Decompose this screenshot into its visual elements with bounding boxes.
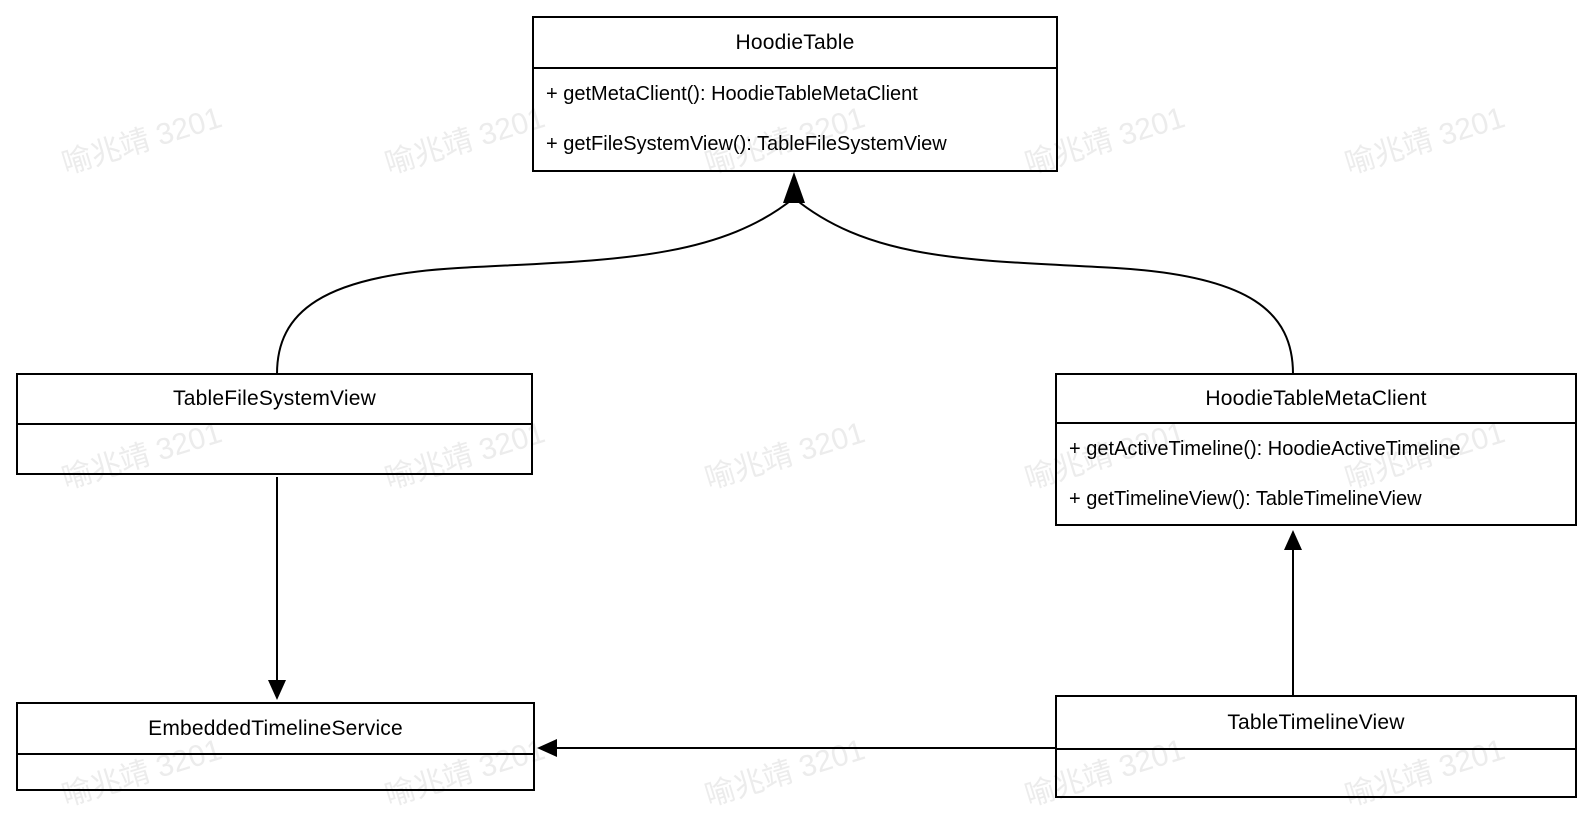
class-hoodietablemetaclient: HoodieTableMetaClient + getActiveTimelin… (1055, 373, 1577, 526)
class-tablefilesystemview: TableFileSystemView (16, 373, 533, 475)
method-getactivetimeline: + getActiveTimeline(): HoodieActiveTimel… (1069, 437, 1461, 460)
edge-hoodietablemetaclient-to-hoodietable (793, 197, 1294, 375)
class-tabletimelineview: TableTimelineView (1055, 695, 1577, 798)
class-hoodietable-title: HoodieTable (534, 18, 1056, 69)
arrowhead-hoodietable (783, 172, 805, 203)
arrowhead-hoodietablemetaclient-bottom (1284, 530, 1302, 550)
class-tabletimelineview-title: TableTimelineView (1057, 697, 1575, 750)
method-gettimelineview: + getTimelineView(): TableTimelineView (1069, 487, 1422, 510)
edge-tablefilesystemview-to-hoodietable (276, 197, 795, 375)
class-hoodietablemetaclient-title: HoodieTableMetaClient (1057, 375, 1575, 424)
class-hoodietablemetaclient-body: + getActiveTimeline(): HoodieActiveTimel… (1057, 424, 1575, 524)
arrowhead-embeddedtimelineservice-right (537, 739, 557, 757)
class-hoodietable: HoodieTable + getMetaClient(): HoodieTab… (532, 16, 1058, 172)
class-tablefilesystemview-body (18, 425, 531, 473)
class-tabletimelineview-body (1057, 750, 1575, 796)
method-getfilesystemview: + getFileSystemView(): TableFileSystemVi… (546, 133, 947, 156)
class-hoodietable-body: + getMetaClient(): HoodieTableMetaClient… (534, 69, 1056, 170)
class-embeddedtimelineservice-title: EmbeddedTimelineService (18, 704, 533, 755)
class-embeddedtimelineservice: EmbeddedTimelineService (16, 702, 535, 791)
class-embeddedtimelineservice-body (18, 755, 533, 789)
arrowhead-embeddedtimelineservice-top (268, 680, 286, 700)
class-tablefilesystemview-title: TableFileSystemView (18, 375, 531, 425)
method-getmetaclient: + getMetaClient(): HoodieTableMetaClient (546, 82, 918, 105)
